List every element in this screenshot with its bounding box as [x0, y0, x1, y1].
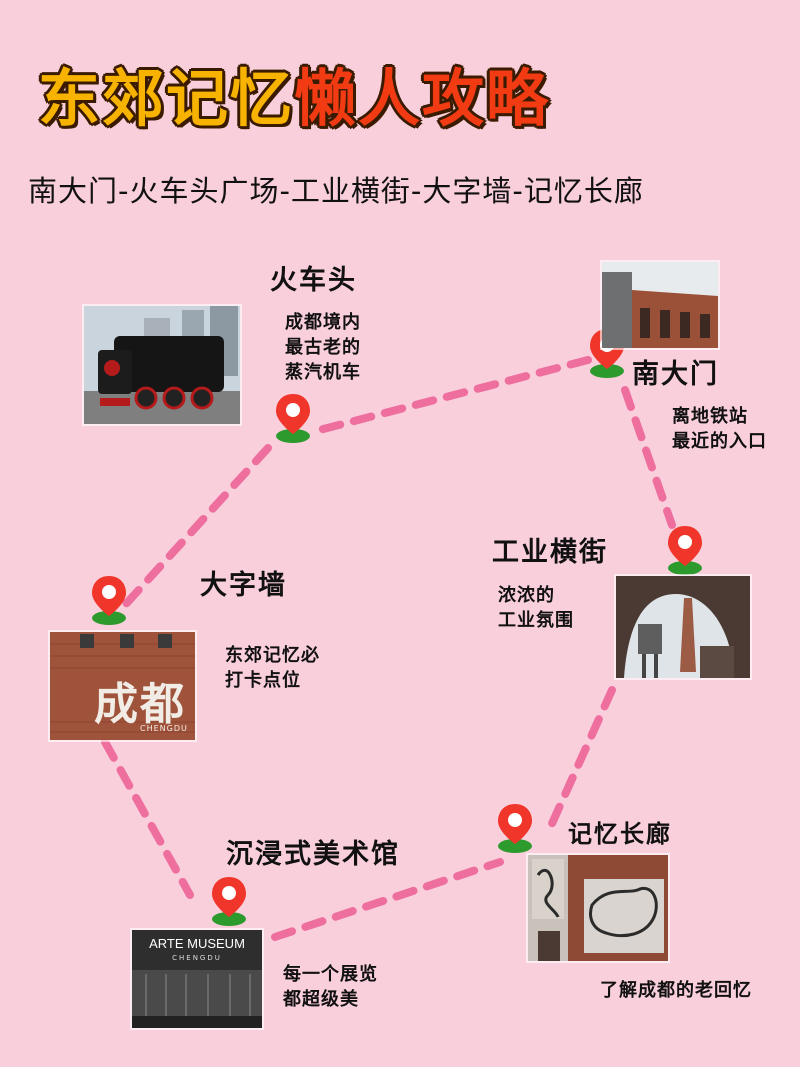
museum-sign-title: ARTE MUSEUM	[149, 936, 245, 951]
route-summary: 南大门-火车头广场-工业横街-大字墙-记忆长廊	[28, 174, 644, 208]
map-pin-icon	[668, 526, 702, 575]
path-segment-wall-museum	[101, 738, 194, 899]
path-segment-gate-street	[621, 386, 676, 529]
industrial-street-photo	[616, 576, 750, 678]
title-part-2: 懒人攻略	[294, 62, 551, 135]
path-segment-train-wall	[121, 444, 272, 609]
spot-desc-museum: 每一个展览 都超级美	[283, 964, 378, 1010]
path-segment-gate-train	[308, 356, 592, 436]
train-photo	[84, 306, 240, 424]
map-pin-icon	[92, 576, 126, 625]
path-segment-street-corridor	[546, 686, 616, 832]
map-pin-icon	[276, 394, 310, 443]
spot-label-memory-corridor: 记忆长廊	[568, 820, 672, 848]
map-pin-icon	[498, 804, 532, 853]
museum-photo: ARTE MUSEUM CHENGDU	[132, 930, 262, 1028]
spot-label-south-gate: 南大门	[632, 359, 719, 390]
museum-sign-sub: CHENGDU	[172, 954, 222, 962]
spot-desc-industrial-street: 浓浓的 工业氛围	[498, 585, 574, 631]
path-segment-museum-corridor	[271, 858, 504, 941]
title-part-1: 东郊记忆	[38, 62, 295, 135]
spot-label-museum: 沉浸式美术馆	[226, 839, 400, 870]
big-wall-photo: 成都 CHENGDU	[50, 632, 195, 740]
wall-big-text: 成都	[94, 679, 186, 730]
spot-desc-south-gate: 离地铁站 最近的入口	[672, 406, 767, 452]
map-pin-icon	[212, 877, 246, 926]
spot-desc-memory-corridor: 了解成都的老回忆	[600, 980, 752, 1001]
page-title: 东郊记忆懒人攻略	[38, 48, 638, 138]
spot-desc-train: 成都境内 最古老的 蒸汽机车	[285, 312, 361, 383]
wall-sub-text: CHENGDU	[140, 724, 188, 733]
spot-label-train: 火车头	[270, 265, 357, 296]
spot-label-big-wall: 大字墙	[200, 570, 287, 601]
spot-desc-big-wall: 东郊记忆必 打卡点位	[225, 645, 320, 691]
spot-label-industrial-street: 工业横街	[492, 537, 608, 568]
memory-corridor-photo	[528, 855, 668, 961]
south-gate-photo	[602, 262, 718, 348]
